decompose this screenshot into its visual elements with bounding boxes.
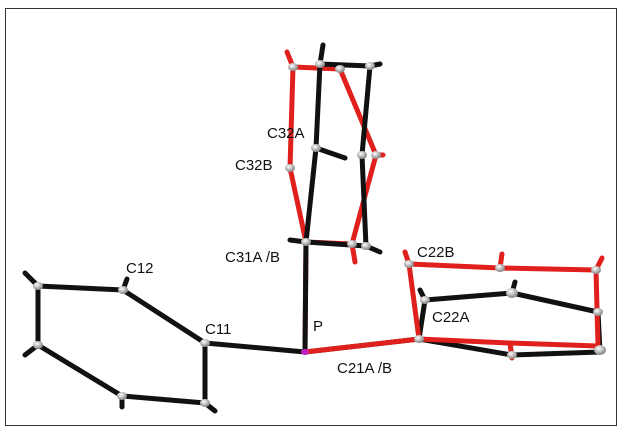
atom	[347, 240, 357, 248]
bond-ring	[593, 267, 601, 349]
atom	[371, 151, 381, 159]
atom	[357, 151, 367, 159]
atom	[506, 288, 518, 298]
atom	[361, 242, 371, 250]
bond-ring	[287, 165, 309, 245]
atom	[591, 266, 601, 274]
bond-ring	[317, 61, 373, 69]
atom	[335, 65, 345, 73]
label-c32a: C32A	[267, 125, 305, 142]
atom-c32b	[285, 164, 295, 172]
bond-h	[313, 145, 348, 161]
atom	[117, 392, 127, 400]
label-c12: C12	[126, 260, 154, 277]
bond-ring	[509, 290, 601, 315]
label-c22a: C22A	[432, 309, 470, 326]
atom-c21	[414, 335, 424, 343]
atom-labels: C12 C11 C32A C32B C31A /B P C22B C22A C2…	[126, 125, 470, 377]
atom	[288, 63, 298, 71]
atom-c32a	[311, 144, 321, 152]
bond-ring	[406, 261, 422, 342]
atom	[507, 351, 517, 359]
label-p: P	[313, 318, 323, 335]
bond-ring	[35, 283, 126, 293]
bond-c11-p	[202, 340, 308, 355]
bond-ring	[359, 63, 373, 158]
atom	[33, 341, 43, 349]
bond-ring	[416, 336, 513, 346]
atom	[594, 345, 606, 355]
bond-p-c21	[302, 336, 422, 355]
label-c32b: C32B	[235, 157, 273, 174]
label-c21: C21A /B	[337, 360, 392, 377]
atom-c11	[200, 339, 210, 347]
label-c31: C31A /B	[225, 249, 280, 266]
atoms	[33, 60, 606, 407]
label-c22b: C22B	[417, 244, 455, 261]
bond-ring	[507, 340, 601, 349]
atom-c22b	[404, 260, 414, 268]
bond-ring	[509, 349, 603, 358]
bond-ring	[290, 64, 343, 72]
bond-ring	[35, 342, 125, 399]
bond-ring	[422, 290, 515, 303]
bond-ring	[313, 61, 323, 151]
bond-ring	[303, 145, 319, 245]
bond-ring	[287, 64, 296, 171]
atom-c22a	[420, 296, 430, 304]
bond-ring	[119, 393, 208, 406]
bond-ring	[359, 152, 369, 249]
atom-c12	[118, 286, 128, 294]
bond-ring	[497, 265, 599, 273]
bond-p-c31	[302, 239, 309, 355]
bond-ring	[406, 261, 503, 271]
bond-ring	[337, 66, 379, 158]
atom	[200, 399, 210, 407]
phenyl-ring	[22, 270, 308, 414]
bond-c11-c12	[120, 287, 208, 346]
atom	[593, 308, 603, 316]
atom-p	[301, 349, 309, 355]
atom	[33, 282, 43, 290]
atom-c31	[301, 238, 311, 246]
atom	[495, 264, 505, 272]
atom	[365, 62, 375, 70]
label-c11: C11	[205, 321, 231, 338]
atom	[315, 60, 325, 68]
